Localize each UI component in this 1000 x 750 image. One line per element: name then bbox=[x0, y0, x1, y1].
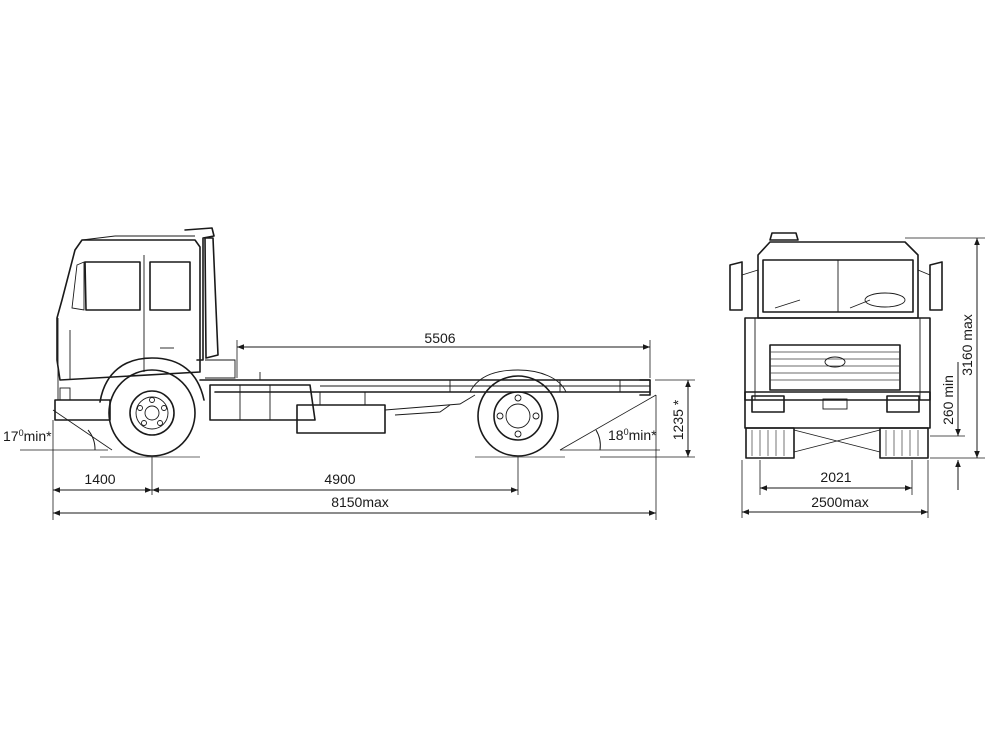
fuel-tank bbox=[209, 384, 316, 421]
roof-beacon bbox=[769, 232, 799, 241]
front-overhang-label: 1400 bbox=[84, 471, 115, 487]
side-view bbox=[54, 227, 651, 458]
front-dimensions: 2021 2500max 3160 max 260 min bbox=[741, 237, 985, 518]
frame-height-label: 1235 * bbox=[670, 399, 686, 440]
front-left-tyre bbox=[745, 427, 795, 459]
overall-length-label: 8150max bbox=[331, 494, 389, 510]
left-mirror bbox=[729, 261, 743, 311]
front-view bbox=[729, 232, 943, 459]
track-width-label: 2021 bbox=[820, 469, 851, 485]
cab-door-window bbox=[149, 261, 191, 311]
radiator-grille bbox=[769, 344, 901, 391]
right-headlight bbox=[886, 395, 920, 413]
front-wheel bbox=[99, 357, 205, 457]
air-intake-pipe bbox=[184, 227, 219, 361]
left-headlight bbox=[751, 395, 785, 413]
ground-clearance-label: 260 min bbox=[940, 375, 956, 425]
front-bumper-front bbox=[744, 391, 931, 429]
platform-length-label: 5506 bbox=[424, 330, 455, 346]
windscreen bbox=[762, 259, 914, 313]
side-dimensions: 5506 1400 4900 8150max 1235 * 170min* 18… bbox=[3, 330, 695, 520]
front-right-tyre bbox=[879, 427, 929, 459]
overall-height-label: 3160 max bbox=[959, 314, 975, 375]
cab bbox=[54, 235, 201, 421]
battery-box bbox=[296, 404, 386, 434]
wheelbase-label: 4900 bbox=[324, 471, 355, 487]
chassis-frame bbox=[199, 359, 651, 434]
approach-angle-label: 170min* bbox=[3, 428, 52, 444]
overall-width-label: 2500max bbox=[811, 494, 869, 510]
rear-wheel bbox=[469, 369, 567, 457]
cab-side-window bbox=[84, 261, 141, 311]
departure-angle-label: 180min* bbox=[608, 427, 657, 443]
departure-angle-arc bbox=[595, 429, 601, 451]
front-axle bbox=[793, 429, 881, 453]
right-mirror bbox=[929, 261, 943, 311]
approach-angle-arc bbox=[87, 429, 96, 451]
